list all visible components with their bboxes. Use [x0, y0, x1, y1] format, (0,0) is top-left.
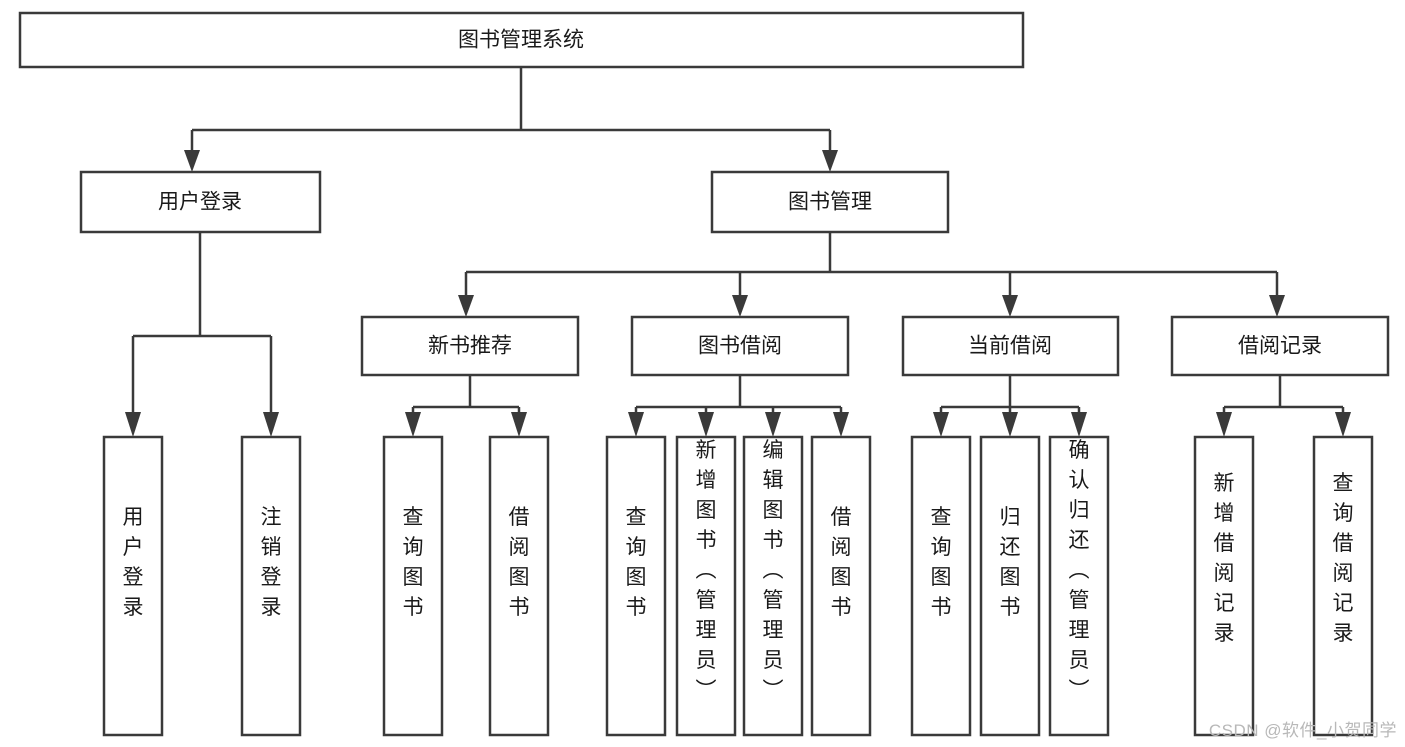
node-leaf-confirm-return[interactable]: 确认归还︵管理员︶	[1048, 435, 1110, 737]
node-root-box[interactable]	[18, 11, 1025, 69]
node-leaf-add-record[interactable]: 新增借阅记录	[1193, 435, 1255, 737]
node-leaf-borrow-book-2-box[interactable]	[810, 435, 872, 737]
connector-book-borrow-branch	[634, 375, 843, 425]
node-book-borrow-label: 图书借阅	[698, 335, 782, 358]
node-leaf-borrow-book-1[interactable]: 借阅图书	[488, 435, 550, 737]
node-borrow-record-box[interactable]	[1170, 315, 1390, 377]
node-leaf-query-book-1-label: 查询图书	[403, 506, 424, 619]
arrow-head-leaf-edit-book	[765, 412, 781, 437]
connector-group-borrow-record-to-leaves	[1216, 375, 1351, 437]
connector-root-branch	[190, 67, 832, 160]
node-leaf-query-book-1-box[interactable]	[382, 435, 444, 737]
arrow-head-leaf-query-book-2	[628, 412, 644, 437]
node-leaf-add-record-label: 新增借阅记录	[1214, 472, 1235, 645]
arrow-head-leaf-query-record	[1335, 412, 1351, 437]
node-leaf-user-login[interactable]: 用户登录	[102, 435, 164, 737]
node-borrow-record-label: 借阅记录	[1238, 335, 1322, 358]
arrow-head-leaf-confirm-return	[1071, 412, 1087, 437]
node-leaf-logout[interactable]: 注销登录	[240, 435, 302, 737]
node-leaf-query-book-2[interactable]: 查询图书	[605, 435, 667, 737]
connector-group-new-book-recommend-to-leaves	[405, 375, 527, 437]
connector-group-book-borrow-to-leaves	[628, 375, 849, 437]
node-user-login[interactable]: 用户登录	[79, 170, 322, 234]
node-leaf-borrow-book-1-box[interactable]	[488, 435, 550, 737]
connector-group-user-login-to-leaves	[125, 232, 279, 437]
arrow-head-new-book-recommend	[458, 295, 474, 317]
arrow-head-leaf-query-book-1	[405, 412, 421, 437]
node-book-management[interactable]: 图书管理	[710, 170, 950, 234]
node-leaf-query-book-2-label: 查询图书	[626, 506, 647, 619]
node-book-management-box[interactable]	[710, 170, 950, 234]
arrow-head-book-borrow	[732, 295, 748, 317]
connector-borrow-record-branch	[1222, 375, 1345, 425]
node-leaf-add-record-box[interactable]	[1193, 435, 1255, 737]
node-leaf-confirm-return-label: 确认归还︵管理员︶	[1069, 439, 1090, 702]
node-leaf-logout-label: 注销登录	[261, 506, 282, 619]
node-current-borrow-label: 当前借阅	[968, 335, 1052, 358]
arrow-head-leaf-borrow-book-1	[511, 412, 527, 437]
connector-group-book-management-to-level3	[458, 232, 1285, 317]
arrow-head-current-borrow	[1002, 295, 1018, 317]
node-book-management-label: 图书管理	[788, 191, 872, 214]
connector-group-current-borrow-to-leaves	[933, 375, 1087, 437]
node-leaf-return-book-label: 归还图书	[1000, 506, 1021, 619]
arrow-head-borrow-record	[1269, 295, 1285, 317]
node-current-borrow[interactable]: 当前借阅	[901, 315, 1120, 377]
arrow-head-leaf-add-record	[1216, 412, 1232, 437]
node-root[interactable]: 图书管理系统	[18, 11, 1025, 69]
arrow-head-leaf-logout	[263, 412, 279, 437]
connector-group-root-to-level2	[184, 67, 838, 172]
arrow-head-user-login	[184, 150, 200, 172]
node-leaf-return-book-box[interactable]	[979, 435, 1041, 737]
node-current-borrow-box[interactable]	[901, 315, 1120, 377]
node-leaf-query-record-box[interactable]	[1312, 435, 1374, 737]
node-leaf-user-login-label: 用户登录	[123, 506, 144, 619]
arrow-head-book-management	[822, 150, 838, 172]
node-leaf-edit-book-label: 编辑图书︵管理员︶	[763, 439, 784, 702]
node-book-borrow-box[interactable]	[630, 315, 850, 377]
node-leaf-query-book-2-box[interactable]	[605, 435, 667, 737]
node-leaf-logout-box[interactable]	[240, 435, 302, 737]
node-book-borrow[interactable]: 图书借阅	[630, 315, 850, 377]
node-leaf-borrow-book-2-label: 借阅图书	[831, 506, 852, 619]
node-borrow-record[interactable]: 借阅记录	[1170, 315, 1390, 377]
node-leaf-add-book-box[interactable]	[675, 435, 737, 737]
arrow-head-leaf-query-book-3	[933, 412, 949, 437]
connector-user-login-branch	[131, 232, 273, 425]
node-leaf-add-book[interactable]: 新增图书︵管理员︶	[675, 435, 737, 737]
node-new-book-recommend-label: 新书推荐	[428, 335, 512, 358]
connector-new-book-recommend-branch	[411, 375, 521, 425]
arrow-head-leaf-borrow-book-2	[833, 412, 849, 437]
node-user-login-box[interactable]	[79, 170, 322, 234]
csdn-watermark: CSDN @软件_小贺同学	[1208, 721, 1397, 740]
node-leaf-confirm-return-box[interactable]	[1048, 435, 1110, 737]
node-leaf-edit-book[interactable]: 编辑图书︵管理员︶	[742, 435, 804, 737]
node-leaf-user-login-box[interactable]	[102, 435, 164, 737]
arrow-head-leaf-return-book	[1002, 412, 1018, 437]
node-leaf-query-book-1[interactable]: 查询图书	[382, 435, 444, 737]
node-leaf-add-book-label: 新增图书︵管理员︶	[696, 439, 717, 702]
node-leaf-query-book-3[interactable]: 查询图书	[910, 435, 972, 737]
node-leaf-borrow-book-2[interactable]: 借阅图书	[810, 435, 872, 737]
connector-book-management-branch	[464, 232, 1279, 305]
node-leaf-edit-book-box[interactable]	[742, 435, 804, 737]
node-leaf-query-book-3-label: 查询图书	[931, 506, 952, 619]
node-new-book-recommend[interactable]: 新书推荐	[360, 315, 580, 377]
node-leaf-query-record[interactable]: 查询借阅记录	[1312, 435, 1374, 737]
node-user-login-label: 用户登录	[158, 191, 242, 214]
node-leaf-query-record-label: 查询借阅记录	[1333, 472, 1354, 645]
node-leaf-borrow-book-1-label: 借阅图书	[509, 506, 530, 619]
node-leaf-query-book-3-box[interactable]	[910, 435, 972, 737]
arrow-head-leaf-add-book	[698, 412, 714, 437]
node-root-label: 图书管理系统	[458, 29, 584, 52]
node-leaf-return-book[interactable]: 归还图书	[979, 435, 1041, 737]
node-new-book-recommend-box[interactable]	[360, 315, 580, 377]
arrow-head-leaf-user-login	[125, 412, 141, 437]
